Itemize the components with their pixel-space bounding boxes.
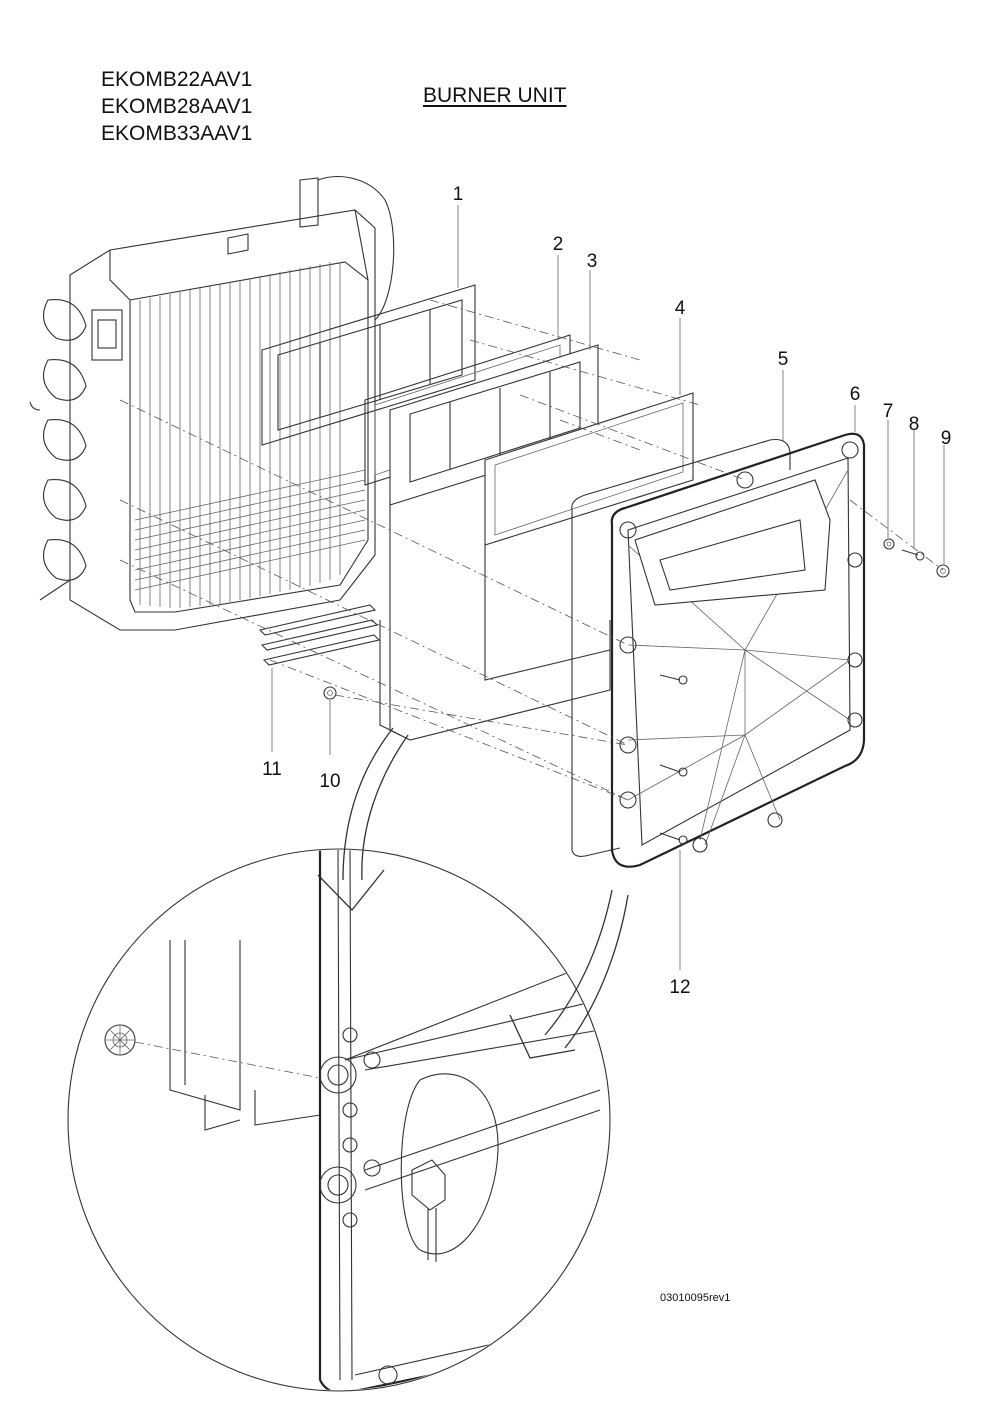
callout-1: 1: [452, 184, 464, 205]
document-reference: 03010095rev1: [660, 1292, 731, 1304]
heat-exchanger: [29, 176, 395, 631]
part-5-seal: [571, 438, 791, 857]
callout-11: 11: [262, 759, 282, 780]
callout-9: 9: [940, 428, 952, 449]
page-title: BURNER UNIT: [423, 84, 567, 107]
callout-4: 4: [674, 298, 686, 319]
callout-5: 5: [777, 349, 789, 370]
detail-clip-icon: [104, 1024, 136, 1056]
callout-8: 8: [908, 414, 920, 435]
model-code: EKOMB33AAV1: [101, 122, 253, 145]
model-code: EKOMB28AAV1: [101, 95, 253, 118]
center-lines: [119, 299, 944, 801]
part-1-frame: [261, 284, 476, 446]
part-7-washer: [883, 538, 895, 550]
detail-view: [67, 848, 611, 1392]
callout-12: 12: [669, 977, 691, 998]
part-10-clip: [323, 686, 337, 700]
callout-3: 3: [586, 251, 598, 272]
model-list: EKOMB22AAV1 EKOMB28AAV1 EKOMB33AAV1: [101, 66, 252, 147]
callout-7: 7: [882, 401, 894, 422]
part-4-insulation: [484, 392, 694, 681]
detail-arrows: [317, 727, 629, 1059]
part-9-nut: [936, 564, 950, 578]
part-11-strips: [258, 604, 381, 666]
part-6-burner-door: [610, 432, 866, 868]
leader-lines: [271, 205, 945, 970]
model-code: EKOMB22AAV1: [101, 68, 253, 91]
callout-2: 2: [552, 234, 564, 255]
part-3-burner-plate: [379, 344, 611, 741]
part-8-screw: [901, 549, 925, 561]
callout-6: 6: [849, 384, 861, 405]
callout-10: 10: [319, 771, 341, 792]
